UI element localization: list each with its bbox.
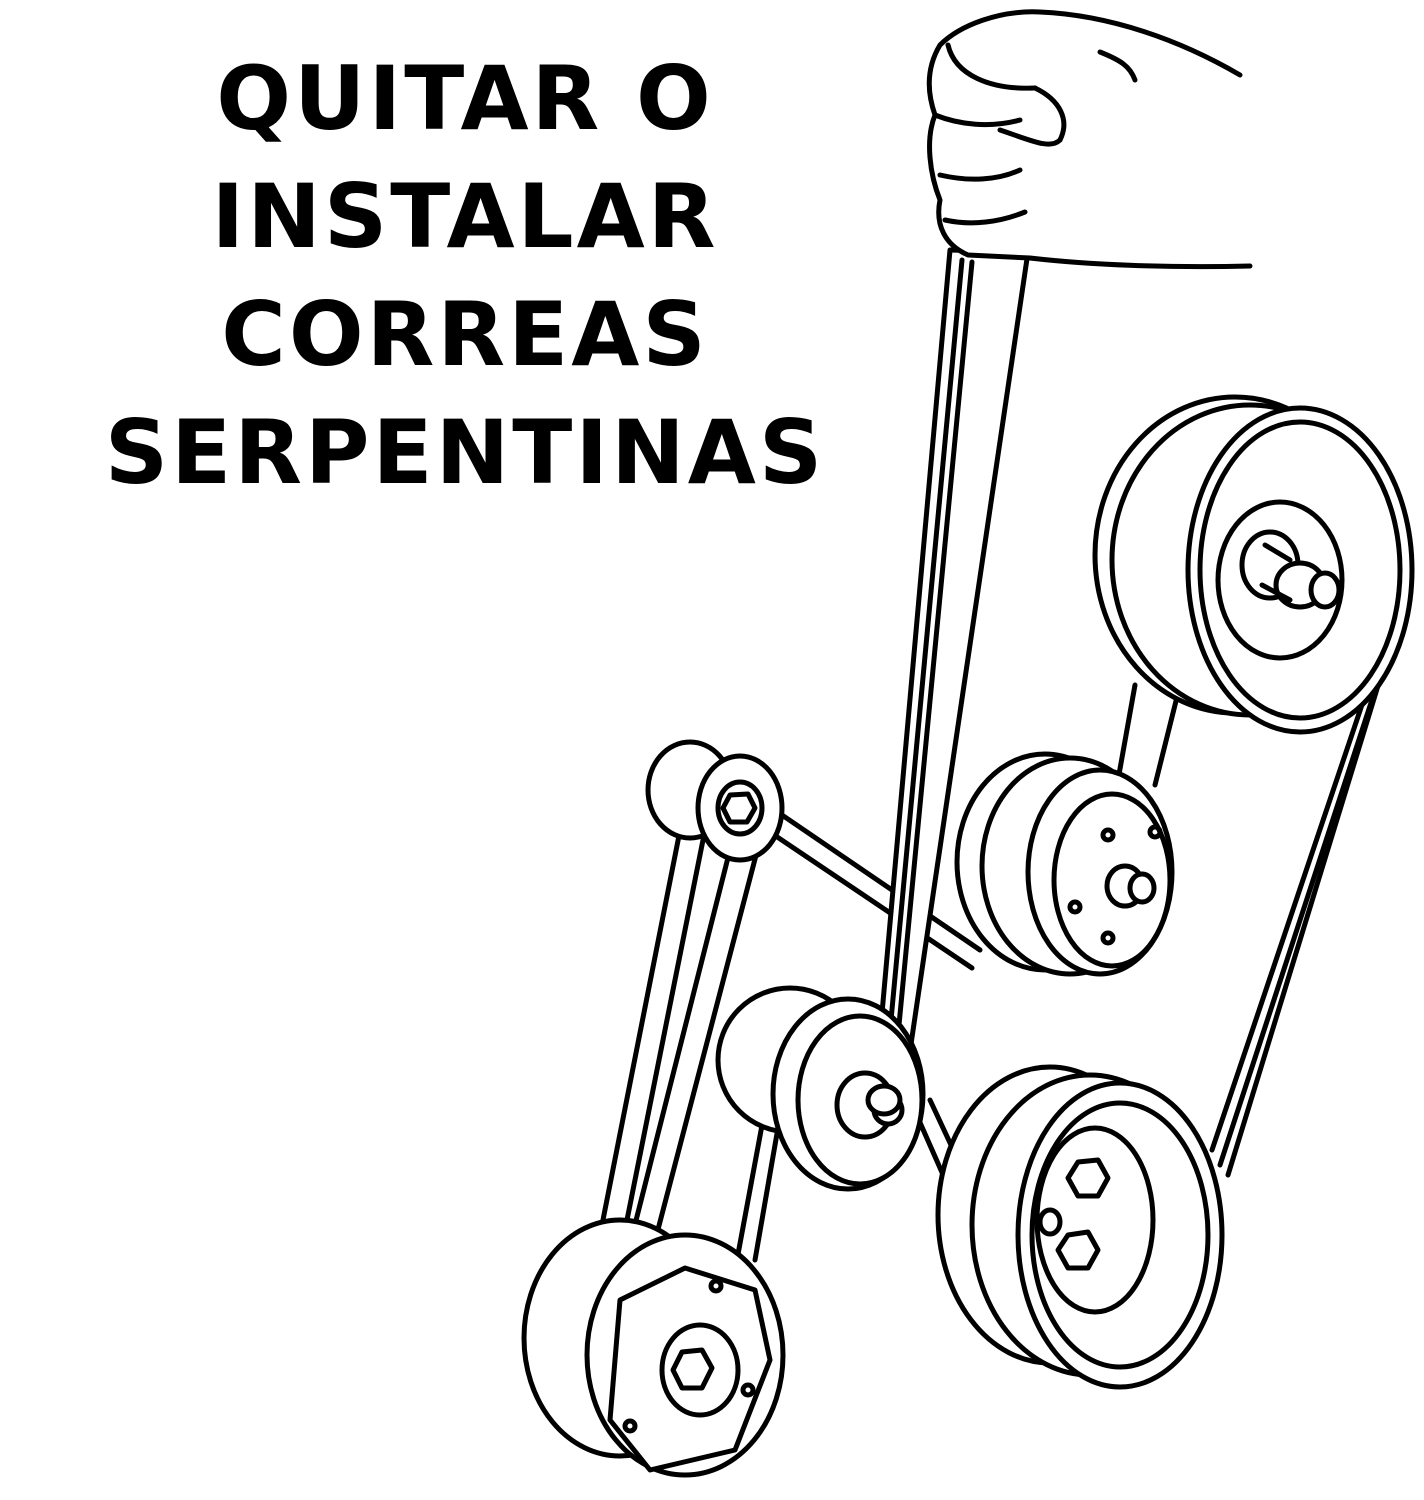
top-pulley	[1095, 397, 1412, 732]
title-line-2: CORREAS	[221, 283, 709, 386]
ac-compressor-pulley	[957, 754, 1172, 974]
upper-idler-pulley	[648, 742, 782, 860]
title-line-3: SERPENTINAS	[104, 401, 826, 504]
page-title: QUITAR O INSTALAR CORREAS SERPENTINAS	[0, 40, 930, 512]
wrench-handle	[874, 250, 1028, 1105]
alternator-pulley	[524, 1220, 783, 1475]
wrench-socket	[868, 1086, 900, 1114]
tensioner-pulley	[718, 988, 923, 1189]
hand-arm	[929, 12, 1250, 267]
crankshaft-pulley	[938, 1067, 1222, 1387]
title-line-1: QUITAR O INSTALAR	[211, 47, 719, 268]
